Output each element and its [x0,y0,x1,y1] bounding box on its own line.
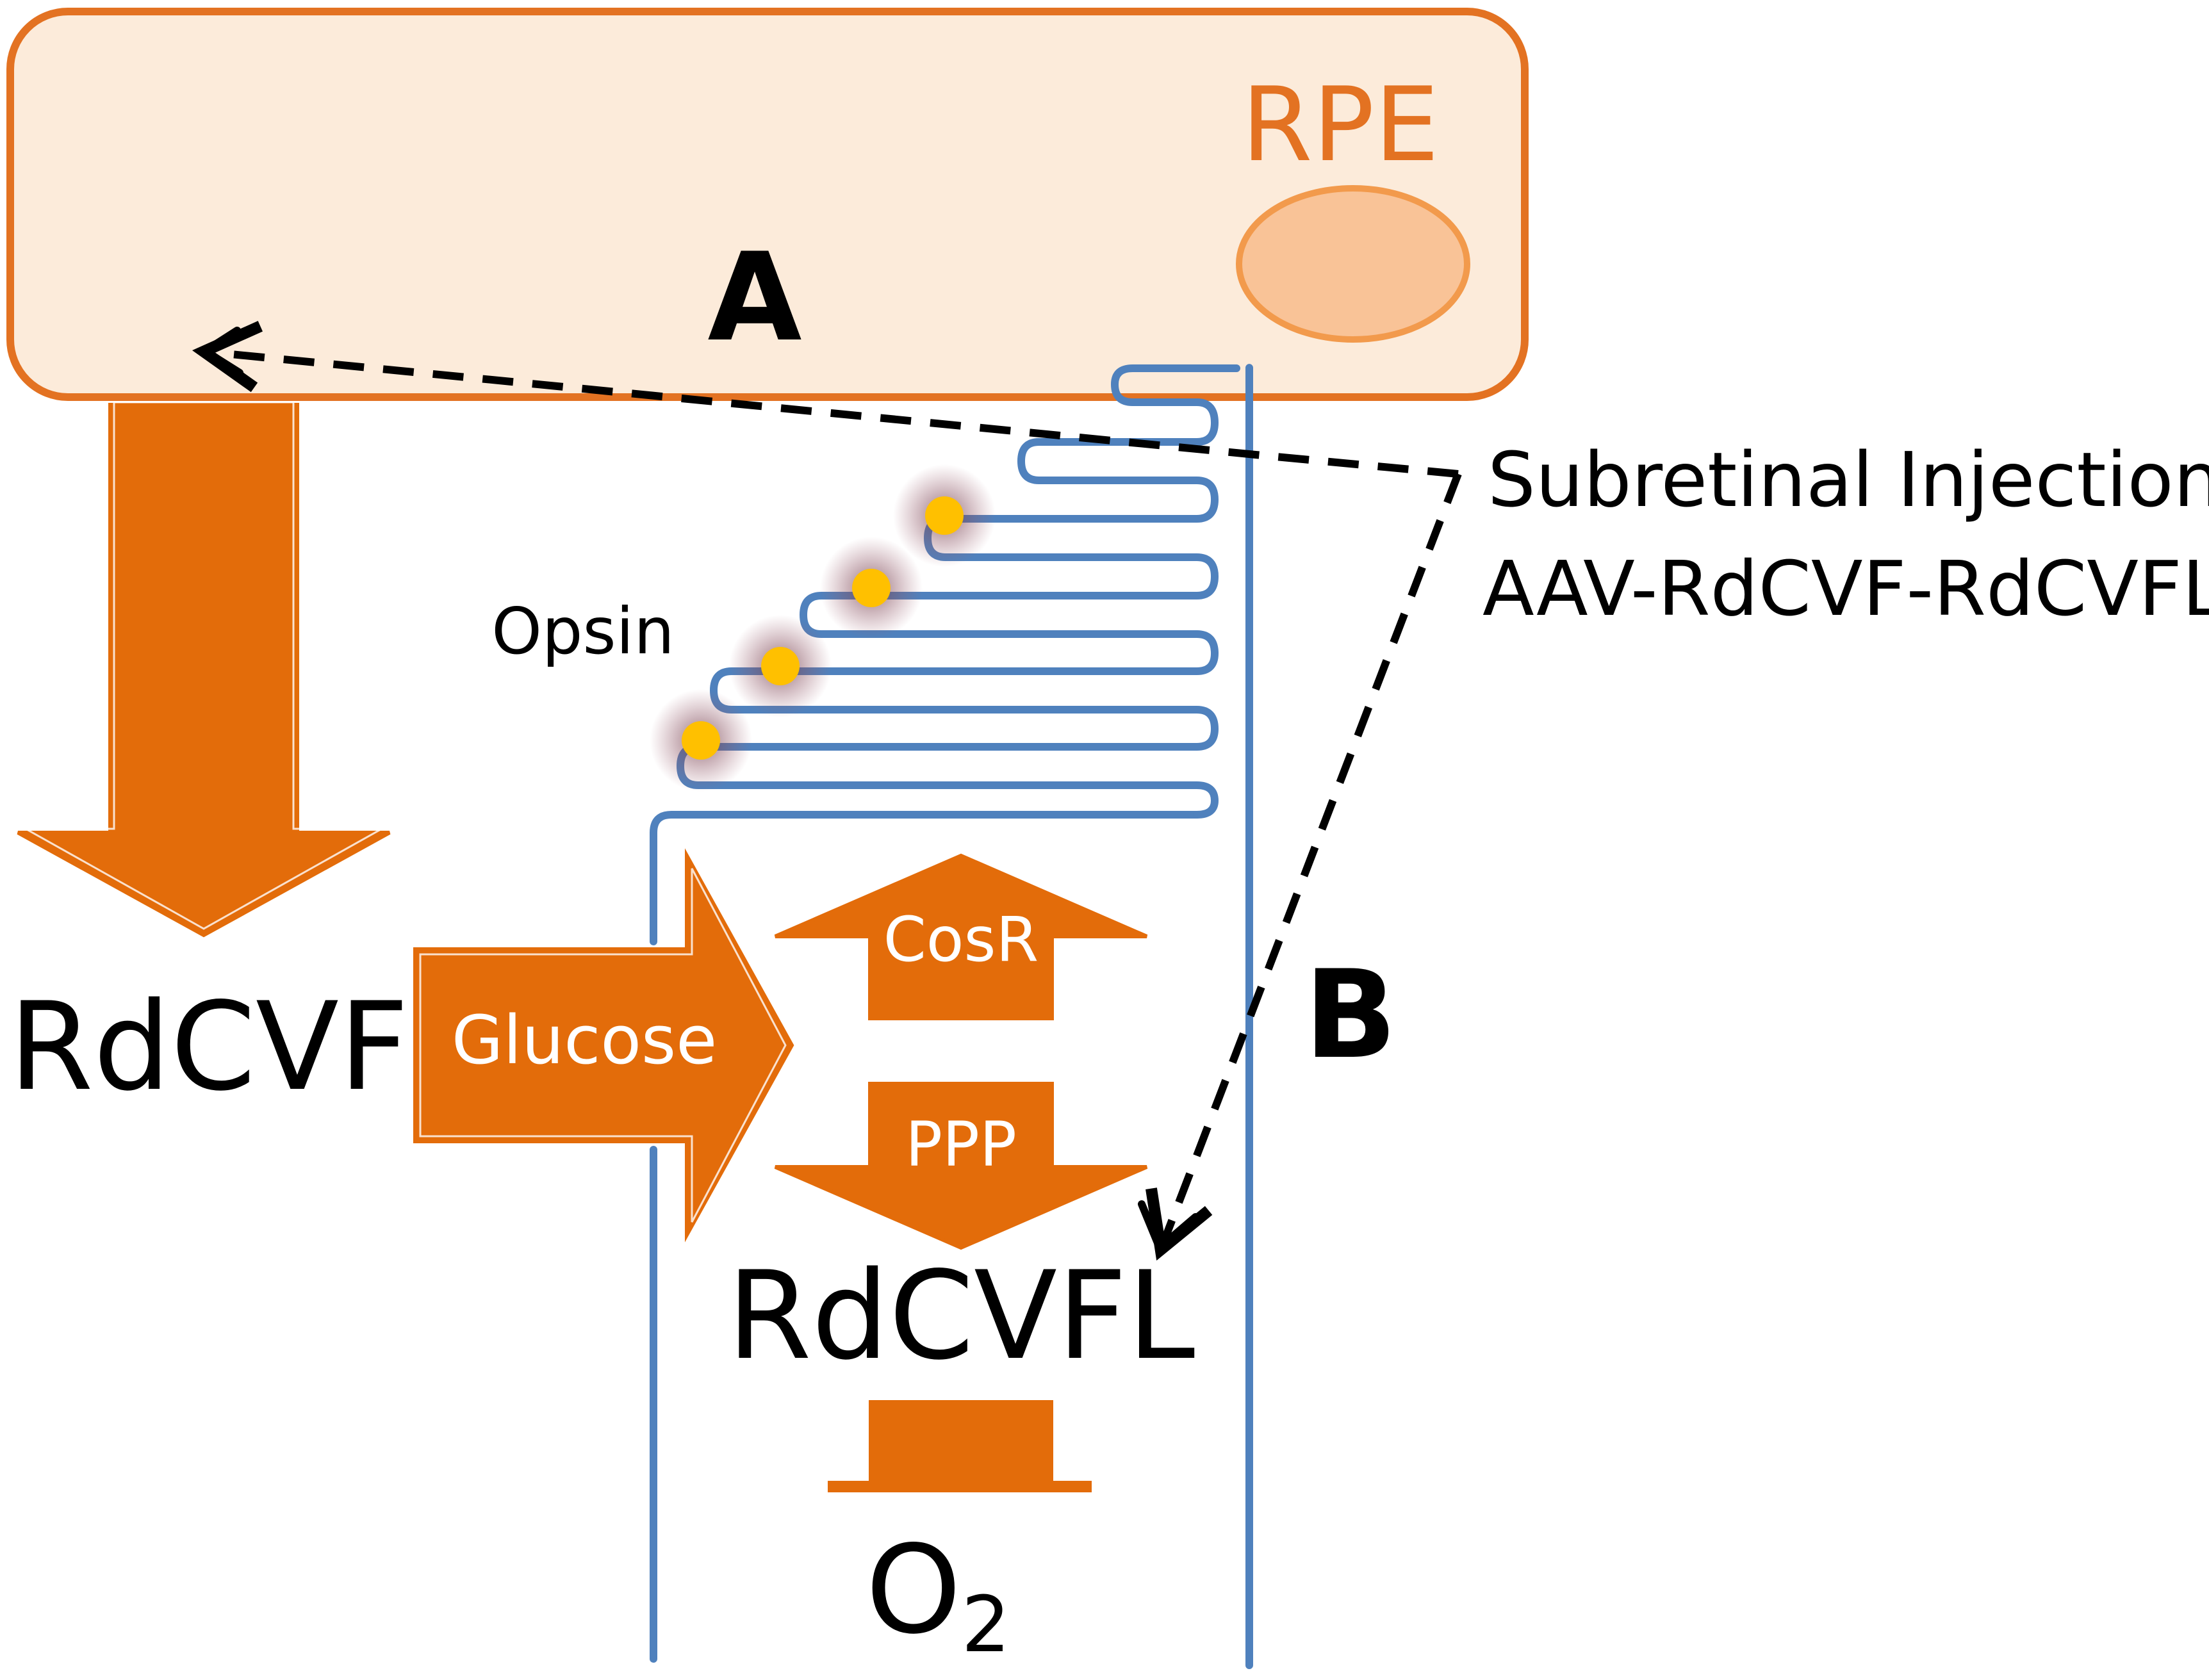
arrowhead-b-icon [1138,1200,1199,1252]
inhibition-block [869,1400,1053,1483]
arrow-down-icon [17,403,391,938]
opsin-dot [925,496,964,535]
arrow-right-icon [413,848,794,1243]
rpe-label: RPE [1242,65,1440,184]
opsin-label: Opsin [491,594,674,669]
rpe-nucleus [1236,185,1470,343]
photoreceptor-membrane [650,364,1254,1669]
arrow-up-icon [774,853,1148,1020]
injection-dashed-arrows [192,321,1462,1261]
rpe-cell: RPE [6,8,1529,401]
inhibition-baseline [828,1481,1092,1492]
membrane-left-wall-upper [650,811,1201,945]
rdcvfl-label: RdCVFL [727,1245,1195,1387]
glucose-label: Glucose [452,1001,717,1079]
inhibition-bar-icon [828,1400,1092,1492]
cosr-label: CosR [883,904,1039,975]
o2-subscript: 2 [962,1581,1010,1670]
opsin-dot [682,721,720,760]
arrow-down-icon [774,1082,1148,1250]
panel-label-a: A [707,227,801,368]
opsin-dot [852,569,891,607]
arrow-down-outline [22,401,386,930]
dashed-arrow-to-photoreceptor [1146,472,1462,1261]
glucose-arrow-outline [419,868,787,1223]
panel-label-b: B [1304,944,1397,1086]
opsin-dot [761,647,800,685]
opsin-molecules [650,464,996,792]
injection-label-line1: Subretinal Injection [1488,436,2209,524]
membrane-disc-folds [677,364,1240,819]
o2-base: O [866,1519,962,1661]
injection-label-line2: AAV-RdCVF-RdCVFL [1482,544,2209,633]
ppp-label: PPP [905,1109,1017,1180]
arrowhead-a-icon [201,327,243,377]
dashed-arrow-to-rpe [192,321,1459,478]
o2-label: O2 [866,1519,1010,1670]
rpe-cell-body [6,8,1529,401]
rdcvf-label: RdCVF [9,976,409,1118]
